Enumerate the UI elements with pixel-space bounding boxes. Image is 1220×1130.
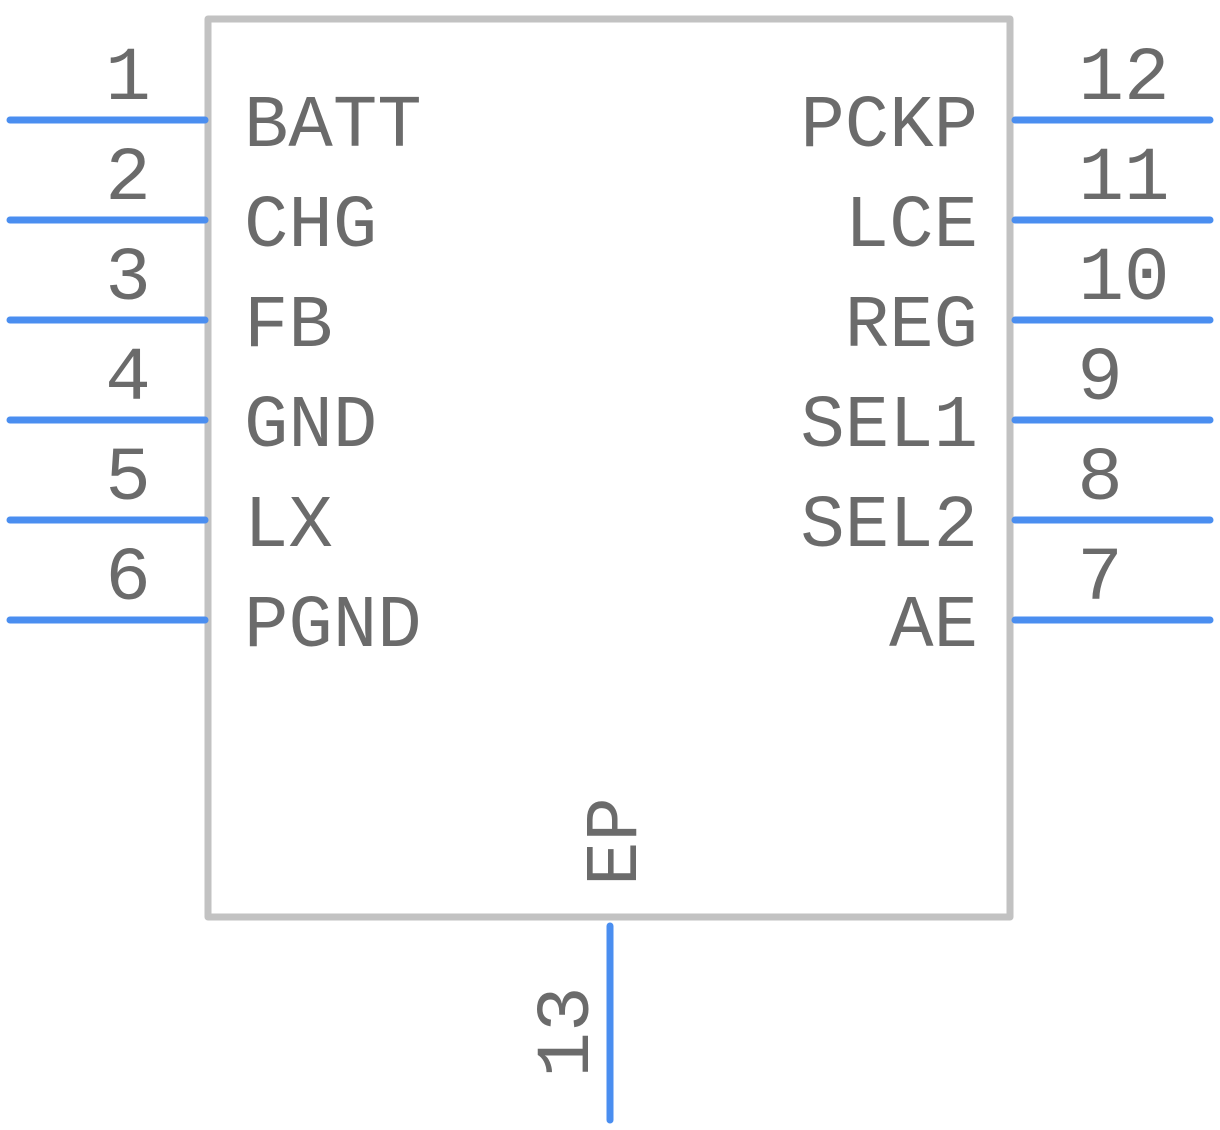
pin-6: 6 PGND	[6, 536, 422, 669]
pin-5: 5 LX	[6, 436, 333, 569]
pin-5-name: LX	[244, 485, 333, 569]
pin-4-name: GND	[244, 385, 377, 469]
pin-8-number: 8	[1077, 436, 1123, 522]
pin-12-number: 12	[1078, 36, 1169, 122]
pin-2: 2 CHG	[6, 136, 377, 269]
pin-3-number: 3	[105, 236, 151, 322]
pin-7: 7 AE	[889, 536, 1214, 669]
right-pins: 12 PCKP 11 LCE 10 REG 9 SEL1 8 SEL2 7 AE	[800, 36, 1214, 669]
pin-9-name: SEL1	[800, 385, 978, 469]
pin-11: 11 LCE	[845, 136, 1214, 269]
pin-2-number: 2	[105, 136, 151, 222]
pin-12: 12 PCKP	[800, 36, 1214, 169]
pin-9-number: 9	[1077, 336, 1123, 422]
left-pins: 1 BATT 2 CHG 3 FB 4 GND 5 LX 6 PGND	[6, 36, 422, 669]
pin-4-number: 4	[105, 336, 151, 422]
pin-2-name: CHG	[244, 185, 377, 269]
pin-6-number: 6	[105, 536, 151, 622]
pin-7-number: 7	[1077, 536, 1123, 622]
pin-5-number: 5	[105, 436, 151, 522]
pin-1-number: 1	[105, 36, 151, 122]
bottom-pins: 13 EP	[525, 797, 659, 1124]
pin-10-number: 10	[1078, 236, 1169, 322]
pin-4: 4 GND	[6, 336, 377, 469]
pin-3: 3 FB	[6, 236, 333, 369]
component-body	[204, 15, 1014, 921]
pin-7-name: AE	[889, 585, 978, 669]
pin-12-name: PCKP	[800, 85, 978, 169]
pin-9: 9 SEL1	[800, 336, 1214, 469]
pin-1-name: BATT	[244, 85, 422, 169]
pin-6-name: PGND	[244, 585, 422, 669]
pin-13-name: EP	[575, 797, 659, 886]
pin-11-number: 11	[1078, 136, 1169, 222]
pin-10: 10 REG	[845, 236, 1214, 369]
pin-13-number: 13	[525, 986, 611, 1077]
pin-11-name: LCE	[845, 185, 978, 269]
pin-1: 1 BATT	[6, 36, 422, 169]
pin-10-name: REG	[845, 285, 978, 369]
pin-3-name: FB	[244, 285, 333, 369]
pin-8-name: SEL2	[800, 485, 978, 569]
pin-13: 13 EP	[525, 797, 659, 1124]
pin-8: 8 SEL2	[800, 436, 1214, 569]
